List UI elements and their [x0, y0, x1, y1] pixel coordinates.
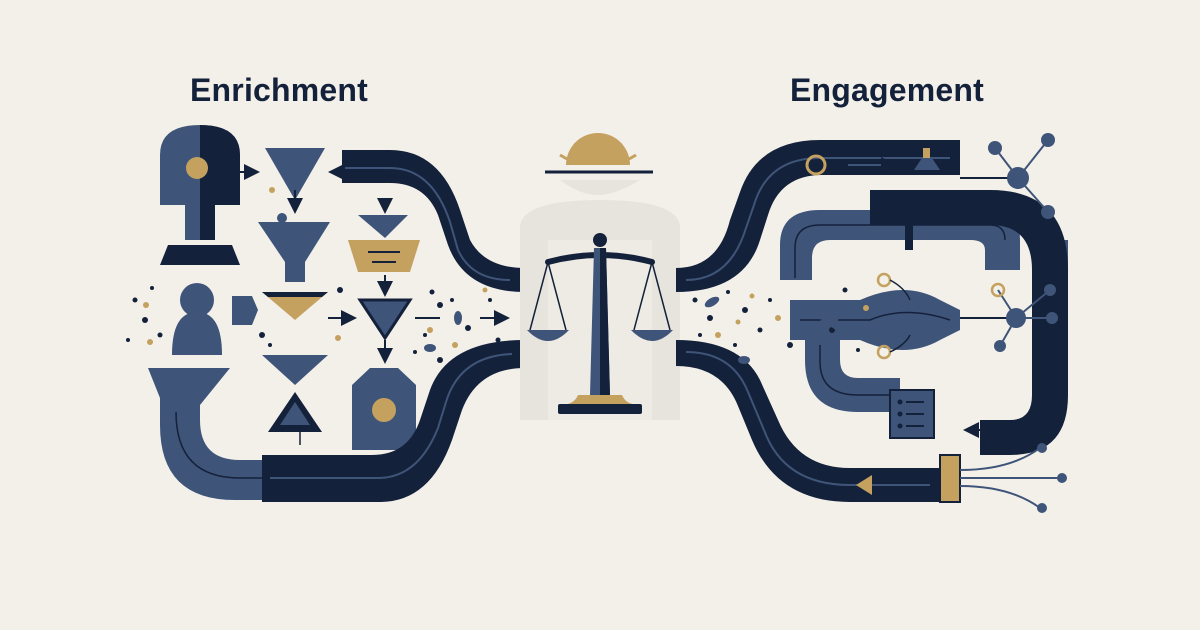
- document-icon: [889, 389, 935, 439]
- scales-section: [520, 133, 680, 420]
- particles-gold: [143, 187, 488, 348]
- enrichment-heading: Enrichment: [190, 72, 369, 108]
- particles: [692, 287, 860, 364]
- particles-gold: [715, 293, 869, 338]
- funnel-icon: [258, 222, 330, 282]
- engagement-section: [676, 133, 1068, 513]
- pipe: [262, 340, 525, 502]
- network-node-icon: [960, 282, 1058, 352]
- funnel-icon: [265, 148, 325, 200]
- lock-totem-icon: [160, 125, 240, 265]
- pipe: [790, 290, 960, 412]
- enrichment-section: [126, 125, 525, 502]
- pipe: [676, 140, 960, 292]
- tag-icon: [352, 368, 416, 450]
- pipe: [676, 340, 961, 503]
- funnel-icon: [262, 355, 328, 385]
- scales-of-justice-icon: [527, 233, 673, 414]
- network-node-icon: [959, 443, 1067, 513]
- triangle-icon: [268, 392, 322, 432]
- sunrise-icon: [545, 133, 653, 195]
- particles: [126, 213, 501, 363]
- keyhole-icon: [172, 283, 222, 355]
- pipe: [148, 368, 262, 500]
- engagement-heading: Engagement: [790, 72, 985, 108]
- pipe: [342, 150, 525, 292]
- funnel-icon: [262, 292, 328, 320]
- label-box-icon: [348, 240, 420, 272]
- network-node-icon: [960, 133, 1055, 219]
